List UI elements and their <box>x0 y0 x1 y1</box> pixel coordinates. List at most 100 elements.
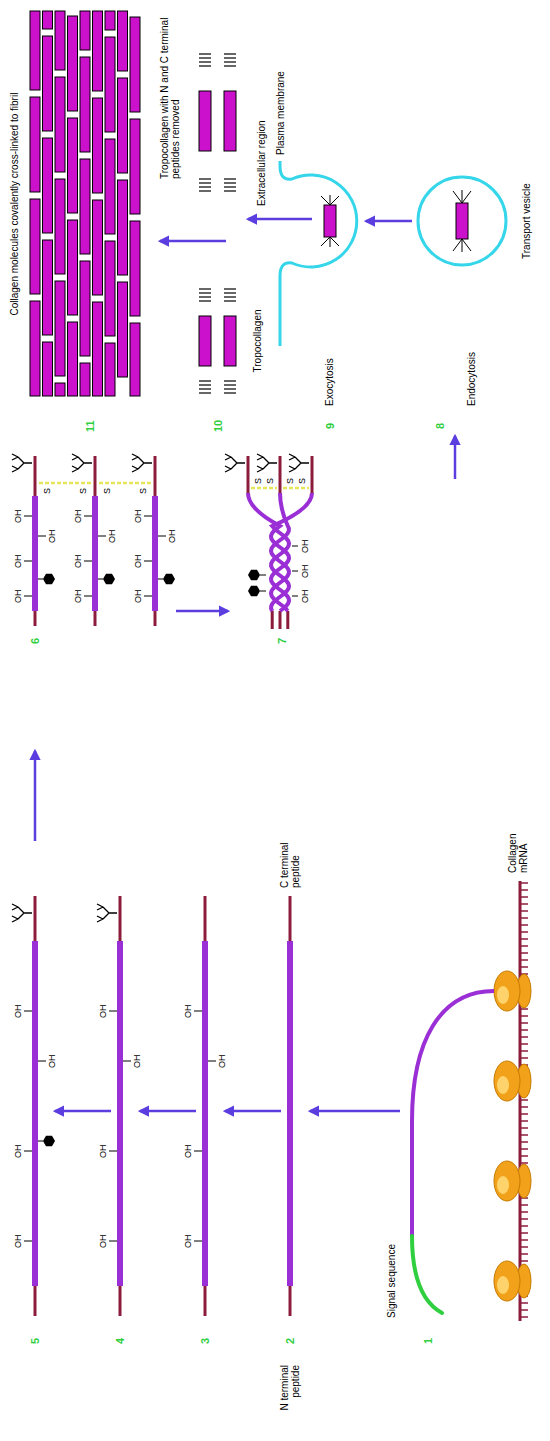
step-number: 8 <box>434 423 447 429</box>
process-label: Endocytosis <box>466 352 478 406</box>
sugar-bond <box>260 575 266 576</box>
step-number: 10 <box>212 420 225 432</box>
collagen-molecule <box>130 17 140 112</box>
step-number: 5 <box>29 1338 42 1344</box>
collagen-molecule <box>55 11 65 70</box>
messenger-rna-tooth <box>520 1106 528 1108</box>
terminal-peptide <box>289 1286 292 1316</box>
propeptide-strand <box>330 195 331 205</box>
step-number: 7 <box>276 638 289 644</box>
ribosome-large-subunit <box>494 1161 520 1201</box>
collagen-molecule <box>80 57 90 152</box>
oligosaccharide-tree <box>225 454 245 472</box>
sugar-hexagon <box>103 574 115 584</box>
messenger-rna-tooth <box>520 1302 528 1304</box>
peptide-tick <box>224 53 236 54</box>
hydroxyl-bond <box>144 516 152 517</box>
step-arrow <box>34 751 37 841</box>
terminal-peptide <box>119 896 122 941</box>
propeptide-strand <box>330 237 339 246</box>
sugar-bond <box>38 1141 43 1142</box>
hydroxyl-label: OH <box>47 530 57 544</box>
collagen-molecule <box>105 37 115 132</box>
sugar-bond <box>158 579 163 580</box>
collagen-molecule <box>93 98 103 193</box>
terminal-peptide <box>279 611 282 629</box>
hydroxyl-label: OH <box>98 1235 108 1249</box>
messenger-rna-tooth <box>520 910 528 912</box>
messenger-rna-tooth <box>520 1246 528 1248</box>
propeptide-strand <box>453 191 462 203</box>
oligosaccharide-tree <box>257 454 277 472</box>
messenger-rna-tooth <box>520 1134 528 1136</box>
collagen-molecule <box>43 36 53 131</box>
hydroxyl-bond <box>208 1061 216 1062</box>
ribosome-highlight <box>497 986 509 1004</box>
messenger-rna-tooth <box>520 1239 528 1241</box>
tropocollagen-rod <box>324 205 336 237</box>
part-label: Tropocollagen <box>252 309 264 372</box>
terminal-peptide <box>279 456 282 493</box>
part-label: Signal sequence <box>386 1244 398 1318</box>
collagen-molecule <box>30 11 40 90</box>
oligosaccharide-tree <box>289 454 309 472</box>
hydroxyl-bond <box>292 546 298 547</box>
part-label: Plasma membrane <box>275 71 287 155</box>
hydroxyl-bond <box>109 1151 117 1152</box>
collagen-molecule <box>43 138 53 233</box>
hydroxyl-bond <box>109 1011 117 1012</box>
oligosaccharide-tree <box>12 904 32 922</box>
peptide-tick <box>199 388 211 389</box>
peptide-tick <box>224 182 236 183</box>
peptide-tick <box>199 190 211 191</box>
propeptide-strand <box>330 237 331 247</box>
messenger-rna-tooth <box>520 1232 528 1234</box>
ribosome-highlight <box>497 1276 509 1294</box>
ribosome-highlight <box>497 1076 509 1094</box>
collagen-molecule <box>118 282 128 377</box>
collagen-molecule <box>93 11 103 91</box>
messenger-rna-tooth <box>520 903 528 905</box>
collagen-molecule <box>55 179 65 274</box>
propeptide-strand <box>330 196 339 205</box>
hydroxyl-bond <box>144 561 152 562</box>
peptide-tick <box>199 288 211 289</box>
hydroxyl-label: OH <box>133 555 143 569</box>
collagen-molecule <box>105 241 115 336</box>
terminal-peptide <box>34 456 37 496</box>
collagen-molecule <box>93 200 103 295</box>
peptide-tick <box>199 178 211 179</box>
collagen-molecule <box>80 261 90 356</box>
messenger-rna-tooth <box>520 966 528 968</box>
terminal-peptide <box>34 896 37 941</box>
peptide-tick <box>199 300 211 301</box>
helix-strand <box>271 493 312 611</box>
hydroxyl-label: OH <box>73 590 83 604</box>
hydroxyl-bond <box>38 536 46 537</box>
messenger-rna-tooth <box>520 945 528 947</box>
sugar-bond <box>98 579 103 580</box>
messenger-rna-tooth <box>520 924 528 926</box>
sulfur-label: S <box>102 488 112 494</box>
hydroxyl-bond <box>109 1241 117 1242</box>
terminal-peptide <box>271 611 274 629</box>
hydroxyl-label: OH <box>13 1145 23 1159</box>
collagen-molecule <box>68 322 78 396</box>
part-label: Transport vesicle <box>521 183 533 259</box>
terminal-peptide <box>247 456 250 493</box>
hydroxyl-label: OH <box>133 510 143 524</box>
messenger-rna-tooth <box>520 1155 528 1157</box>
hydroxyl-label: OH <box>300 565 310 579</box>
collagen-molecule <box>105 343 115 396</box>
hydroxyl-label: OH <box>98 1005 108 1019</box>
messenger-rna-tooth <box>520 1099 528 1101</box>
collagen-molecule <box>55 383 65 396</box>
sulfur-label: S <box>42 488 52 494</box>
step-caption: Collagen molecules covalently cross-link… <box>9 93 21 316</box>
hydroxyl-label: OH <box>217 1055 227 1069</box>
collagen-molecule <box>130 221 140 316</box>
messenger-rna-tooth <box>520 1036 528 1038</box>
step-number: 6 <box>29 638 42 644</box>
ribosome-highlight <box>497 1176 509 1194</box>
step-arrow <box>248 218 312 221</box>
